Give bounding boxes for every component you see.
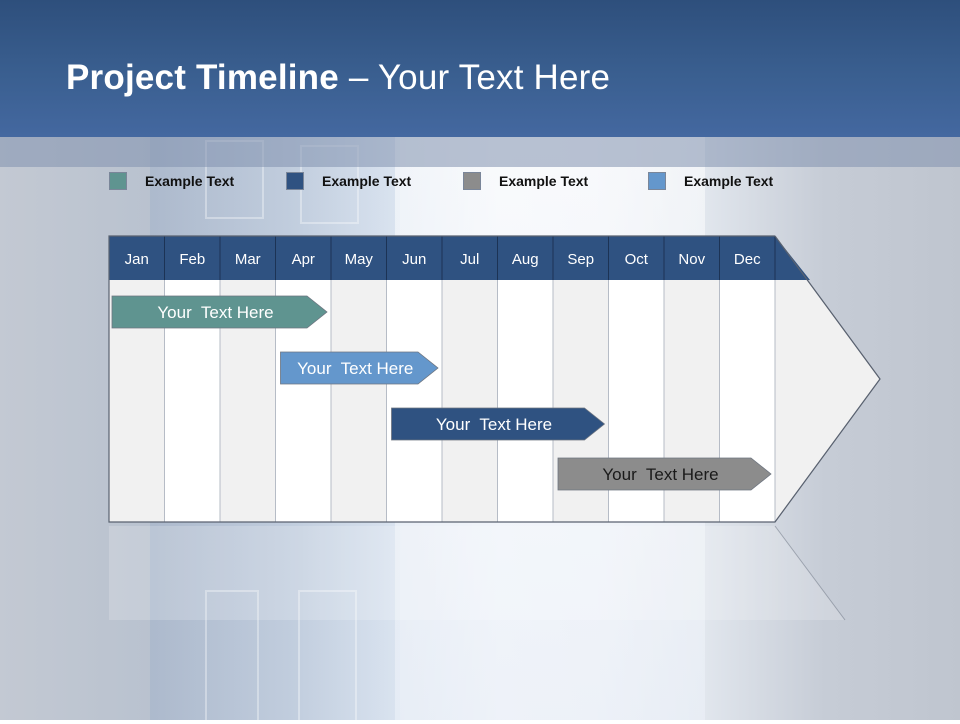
task-label: Your Text Here [436,415,552,434]
task-label: Your Text Here [602,465,718,484]
task-label: Your Text Here [297,359,413,378]
timeline-reflection-edge [774,525,846,621]
legend-swatch [463,172,481,190]
month-label: Nov [678,251,705,268]
task-arrow [280,351,439,385]
timeline-reflection [109,526,845,620]
month-column [497,280,553,522]
month-label: Feb [179,251,205,268]
slide-title: Project Timeline – Your Text Here [66,58,610,98]
month-label: Sep [567,251,594,268]
month-column [442,280,498,522]
month-label: Apr [292,251,315,268]
month-label: May [345,251,374,268]
legend-swatch [286,172,304,190]
legend-swatch [109,172,127,190]
month-column [331,280,387,522]
task-arrow [557,457,772,491]
month-label: Oct [625,251,649,268]
month-label: Jan [125,251,149,268]
title-bar-shadow [0,137,960,167]
month-label: Jul [460,251,479,268]
task-arrow [111,295,328,329]
month-column [386,280,442,522]
legend-item: Example Text [286,171,411,191]
slide-title-rest: – Your Text Here [338,58,611,97]
slide-title-bold: Project Timeline [66,58,339,97]
month-label: Aug [512,251,539,268]
task-arrow [391,407,606,441]
legend-label: Example Text [322,173,412,189]
legend-label: Example Text [145,173,235,189]
task-label: Your Text Here [157,303,273,322]
legend-item: Example Text [648,171,773,191]
legend-label: Example Text [684,173,774,189]
month-label: Dec [734,251,761,268]
month-label: Jun [402,251,426,268]
title-bar [0,0,960,137]
legend-item: Example Text [109,171,234,191]
month-header-band [109,236,810,280]
month-label: Mar [235,251,261,268]
legend-item: Example Text [463,171,588,191]
legend-swatch [648,172,666,190]
timeline-outline [108,235,881,523]
legend-label: Example Text [499,173,589,189]
